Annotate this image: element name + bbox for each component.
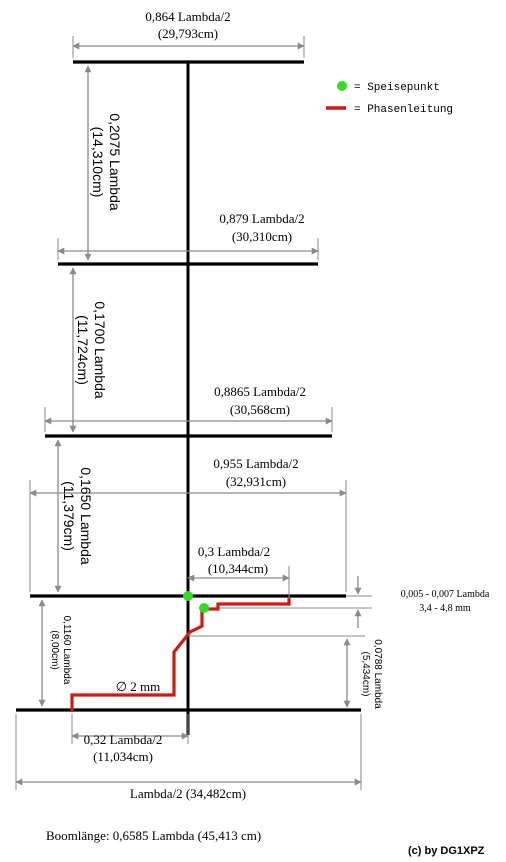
boom-length: Boomlänge: 0,6585 Lambda (45,413 cm) [46, 828, 261, 843]
reflector-length: Lambda/2 (34,482cm) [130, 786, 246, 801]
spacing-2-cm: (11,724cm) [75, 315, 91, 385]
spacing-5: 0,0788 Lambda [372, 639, 383, 709]
dipole-length-cm: (10,344cm) [208, 561, 268, 576]
legend-phase-label: = Phasenleitung [354, 104, 453, 116]
spacing-1: 0,2075 Lambda [107, 113, 123, 211]
spacing-5-cm: (5,434cm) [360, 651, 371, 696]
director-2-length: 0,8865 Lambda/2 [214, 384, 306, 399]
director-2-length-cm: (30,568cm) [230, 402, 290, 417]
director-4-length-cm: (29,793cm) [158, 26, 218, 41]
spacing-1-cm: (14,310cm) [90, 127, 106, 198]
director-4-length: 0,864 Lambda/2 [145, 9, 230, 24]
director-3-length: 0,879 Lambda/2 [219, 211, 304, 226]
spacing-3: 0,1650 Lambda [78, 467, 94, 565]
spacing-3-cm: (11,379cm) [61, 481, 77, 551]
spacing-4: 0,1160 Lambda [61, 616, 72, 685]
feed-point-icon [183, 591, 193, 601]
director-3-length-cm: (30,310cm) [232, 229, 292, 244]
spacing-2: 0,1700 Lambda [92, 301, 108, 399]
phase-line [70, 598, 291, 712]
spacing-4-cm: (8,00cm) [49, 630, 60, 669]
feed-point-icon [199, 603, 209, 613]
gap-value-mm: 3,4 - 4,8 mm [419, 603, 471, 614]
dipole-offset: 0,32 Lambda/2 [84, 732, 163, 747]
director-1-length: 0,955 Lambda/2 [213, 456, 298, 471]
wire-diameter: ∅ 2 mm [116, 679, 161, 694]
dipole-offset-cm: (11,034cm) [93, 749, 153, 764]
legend-feed-label: = Speisepunkt [354, 82, 440, 94]
director-1-length-cm: (32,931cm) [226, 474, 286, 489]
credit: (c) by DG1XPZ [408, 845, 485, 857]
gap-value: 0,005 - 0,007 Lambda [401, 589, 490, 600]
feed-point-icon [337, 81, 347, 91]
dipole-length: 0,3 Lambda/2 [198, 544, 270, 559]
